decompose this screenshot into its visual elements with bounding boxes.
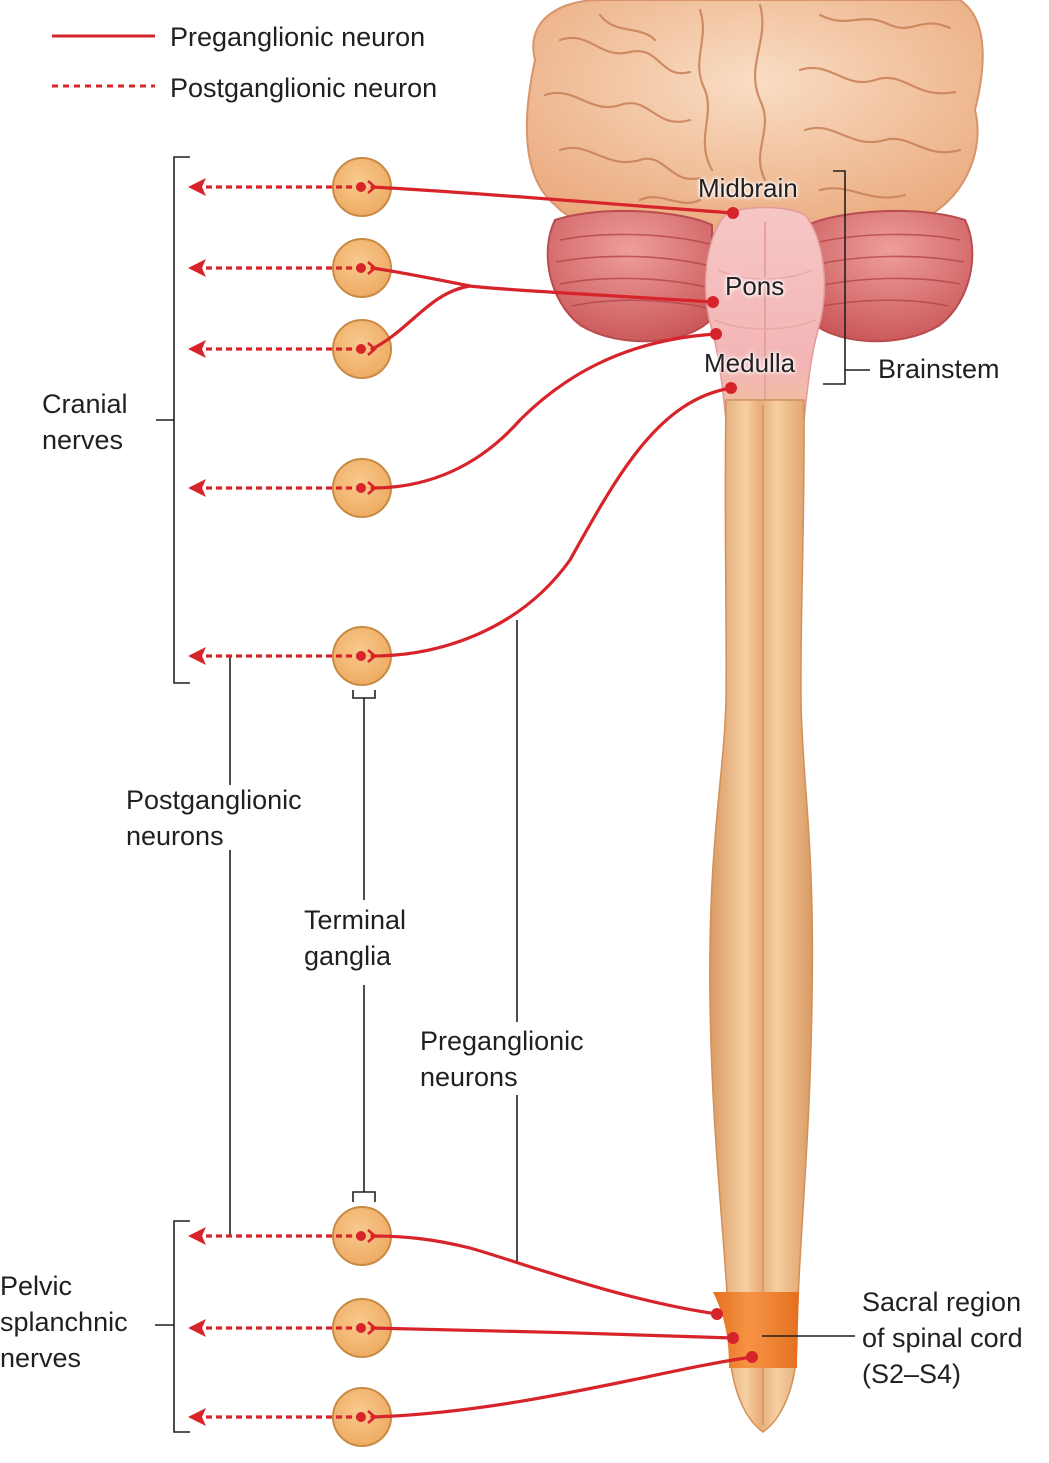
pelvic-splanchnic-nerves-label: Pelvic splanchnic nerves (0, 1271, 128, 1373)
arrow-left-icon (188, 1319, 206, 1337)
preganglionic-midbrain (370, 185, 735, 215)
cranial-bracket (173, 156, 190, 684)
cell-body-pons (707, 296, 719, 308)
synapse-terminals (367, 180, 377, 1424)
preganglionic-pons-a (370, 266, 715, 304)
preganglionic-medulla-b (370, 386, 733, 658)
legend-postganglionic-label: Postganglionic neuron (170, 73, 438, 103)
cell-body-sacral-1 (711, 1308, 723, 1320)
arrow-left-icon (188, 1227, 206, 1245)
medulla-label: Medulla (704, 348, 796, 378)
cerebellum-right (807, 209, 974, 343)
postganglionic-arrowheads (188, 178, 206, 1426)
spinal-cord (709, 399, 814, 1433)
cell-body-sacral-3 (746, 1351, 758, 1363)
cell-body-medulla-lower (725, 382, 737, 394)
cerebrum-gyri (543, 3, 962, 204)
cerebellum-left (546, 209, 713, 343)
brain (525, 0, 984, 421)
sacral-region (713, 1292, 799, 1368)
arrow-left-icon (188, 178, 206, 196)
postganglionic-neurons-label: Postganglionic neurons (126, 785, 302, 851)
preganglionic-pons-b (370, 284, 472, 351)
postganglionic-neurons (202, 185, 362, 1419)
preganglionic-sacral-1 (370, 1234, 719, 1316)
preganglionic-sacral-3 (370, 1355, 754, 1419)
arrow-left-icon (188, 1408, 206, 1426)
pons-label: Pons (725, 271, 785, 301)
terminal-ganglia-label: Terminal ganglia (304, 905, 407, 971)
preganglionic-neurons (370, 185, 754, 1419)
cerebellum-folia (555, 233, 965, 309)
arrow-left-icon (188, 340, 206, 358)
cranial-nerves-label: Cranial nerves (42, 389, 128, 455)
legend-preganglionic-label: Preganglionic neuron (170, 22, 426, 52)
pelvic-bracket (173, 1220, 190, 1433)
sacral-region-label: Sacral region of spinal cord (S2–S4) (862, 1287, 1023, 1389)
arrow-left-icon (188, 647, 206, 665)
cell-body-sacral-2 (727, 1332, 739, 1344)
brainstem-label: Brainstem (878, 354, 1000, 384)
midbrain-label: Midbrain (698, 173, 798, 203)
preganglionic-sacral-2 (370, 1326, 735, 1340)
cell-body-medulla-upper (710, 328, 722, 340)
arrow-left-icon (188, 479, 206, 497)
brainstem-bracket (823, 170, 846, 385)
preganglionic-neurons-label: Preganglionic neurons (420, 1026, 584, 1092)
legend (52, 34, 155, 88)
neuron-cell-bodies (356, 182, 758, 1422)
leader-lines (155, 156, 870, 1433)
spinal-cord-shape (709, 399, 814, 1433)
cell-body-midbrain (727, 207, 739, 219)
preganglionic-medulla-a (370, 332, 718, 490)
arrow-left-icon (188, 259, 206, 277)
